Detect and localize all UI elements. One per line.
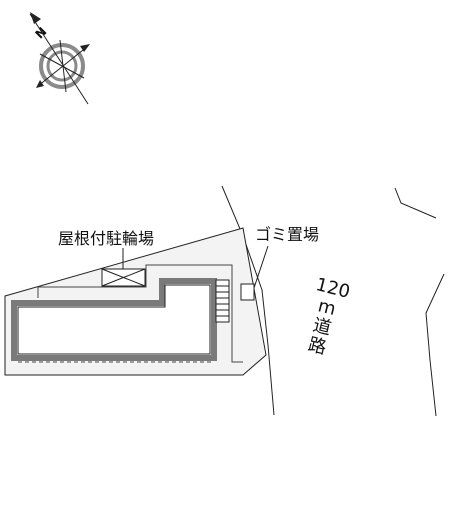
stairs: [215, 279, 230, 323]
road-edge-west: [221, 185, 275, 416]
garbage-area-leader: [253, 245, 269, 289]
road-edge-east-lower: [425, 273, 445, 417]
building-outline: [11, 278, 217, 361]
yard-line: [37, 264, 243, 363]
compass-icon: [29, 12, 90, 105]
garbage-area-box: [240, 283, 255, 301]
garbage-area-label: ゴミ置場: [255, 225, 320, 244]
building-inner: [17, 284, 211, 355]
bicycle-parking-label: 屋根付駐輪場: [58, 229, 155, 248]
bicycle-parking-box: [101, 268, 146, 287]
road-edge-east: [394, 187, 437, 219]
